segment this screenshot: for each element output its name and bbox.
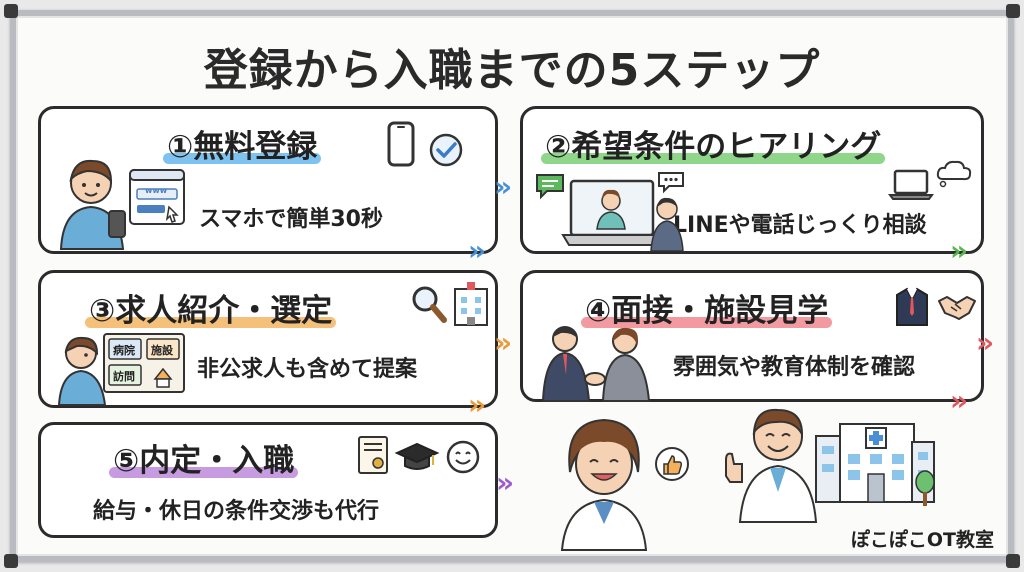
arrow-step3-to-4: » <box>494 326 512 359</box>
web-window-label: www <box>145 186 168 195</box>
facility-sign-hospital: 病院 <box>113 344 135 357</box>
step-card-3: ③求人紹介・選定 非公求人も含めて提案 病院 施設 訪問 <box>38 270 498 408</box>
doctor-illustration <box>725 408 818 523</box>
arrow-step3-exit: » <box>468 388 486 421</box>
magnifier-icon <box>412 286 447 323</box>
board-corner-top-right <box>1006 4 1020 18</box>
chat-bubble-icon <box>536 174 564 200</box>
facility-board-illustration <box>103 333 185 393</box>
facility-sign-visit: 訪問 <box>113 370 135 383</box>
step-highlight-2 <box>541 153 886 164</box>
board-corner-top-left <box>4 4 18 18</box>
board-corner-bottom-right <box>1006 554 1020 568</box>
step-title-5: ⑤内定・入職 <box>105 435 302 480</box>
smile-face-icon <box>446 440 480 474</box>
thumbs-up-bubble-icon <box>655 447 689 481</box>
video-call-illustration <box>561 179 684 252</box>
smartphone-icon <box>387 121 415 167</box>
hospital-icon <box>454 282 488 326</box>
arrow-step1-exit: » <box>468 234 486 267</box>
board-corner-bottom-left <box>4 554 18 568</box>
step-title-3: ③求人紹介・選定 <box>81 285 340 330</box>
tree-illustration <box>915 470 935 506</box>
step-card-4: ④面接・施設見学 雰囲気や教育体制を確認 <box>520 270 984 402</box>
step-title-4: ④面接・施設見学 <box>577 285 836 330</box>
step-title-2: ②希望条件のヒアリング <box>537 121 889 166</box>
business-suit-icon <box>896 287 928 326</box>
smiling-woman-illustration <box>560 418 648 551</box>
person-phone-illustration <box>59 159 126 250</box>
step-highlight-3 <box>85 317 337 328</box>
facility-sign-facility: 施設 <box>151 344 173 357</box>
certificate-icon <box>358 436 388 474</box>
handshake-icon <box>938 296 976 320</box>
arrow-step1-to-2: » <box>494 170 512 203</box>
graduation-cap-icon <box>394 442 440 470</box>
speech-bubble-icon <box>658 172 684 194</box>
step-title-1: ①無料登録 <box>159 121 325 166</box>
arrow-step2-exit: » <box>950 234 968 267</box>
check-circle-icon <box>429 133 463 167</box>
handshake-people-illustration <box>541 326 651 402</box>
arrow-step4-side: » <box>976 326 994 359</box>
step-desc-3: 非公求人も含めて提案 <box>197 357 418 382</box>
step-highlight-5 <box>109 467 299 478</box>
person-pointing-illustration <box>57 336 107 406</box>
thought-cloud-icon <box>936 160 972 188</box>
laptop-icon <box>888 169 934 200</box>
step-highlight-4 <box>581 317 833 328</box>
step-highlight-1 <box>163 153 322 164</box>
page-title: 登録から入職までの5ステップ <box>203 45 821 96</box>
step-card-5: ⑤内定・入職 給与・休日の条件交渉も代行 <box>38 422 498 538</box>
step-card-1: ①無料登録 スマホで簡単30秒 www <box>38 106 498 254</box>
web-window-illustration <box>129 169 185 225</box>
arrow-step5-exit: » <box>496 466 514 499</box>
arrow-step4-exit: » <box>950 384 968 417</box>
step-card-2: ②希望条件のヒアリング LINEや電話じっくり相談 <box>520 106 984 254</box>
step-desc-4: 雰囲気や教育体制を確認 <box>673 355 916 380</box>
step-desc-1: スマホで簡単30秒 <box>199 207 383 232</box>
step-desc-5: 給与・休日の条件交渉も代行 <box>93 499 380 524</box>
step-desc-2: LINEや電話じっくり相談 <box>673 213 927 238</box>
footer-brand: ぽこぽこOT教室 <box>850 529 994 551</box>
